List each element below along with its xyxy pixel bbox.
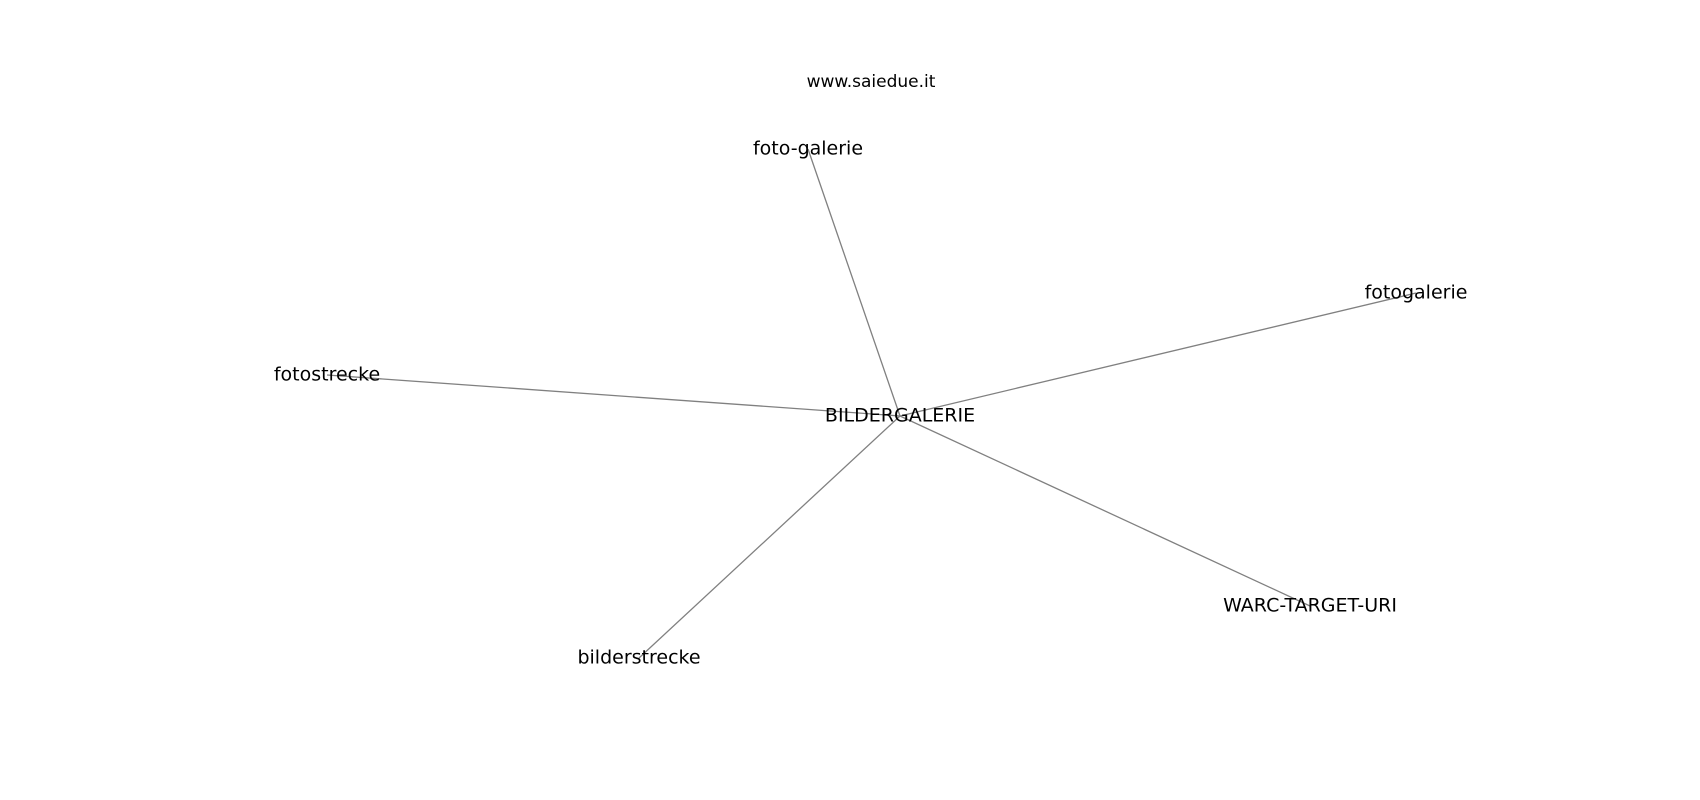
edges-layer [326,148,1417,659]
nodes-layer: BILDERGALERIE foto-galerie fotogalerie foto… [274,138,1468,669]
edge-center-warc [899,415,1311,607]
edge-center-fotostrecke [326,374,901,417]
node-label-foto-galerie: foto-galerie [753,138,863,160]
node-label-warc: WARC-TARGET-URI [1223,595,1397,617]
diagram-title: www.saiedue.it [807,72,936,92]
node-label-center: BILDERGALERIE [825,405,975,427]
node-label-bilderstrecke: bilderstrecke [577,647,700,669]
edge-center-fotogalerie [899,292,1417,417]
edge-center-foto-galerie [807,148,901,417]
node-label-fotogalerie: fotogalerie [1365,282,1468,304]
node-label-fotostrecke: fotostrecke [274,364,380,386]
edge-center-bilderstrecke [638,415,901,659]
